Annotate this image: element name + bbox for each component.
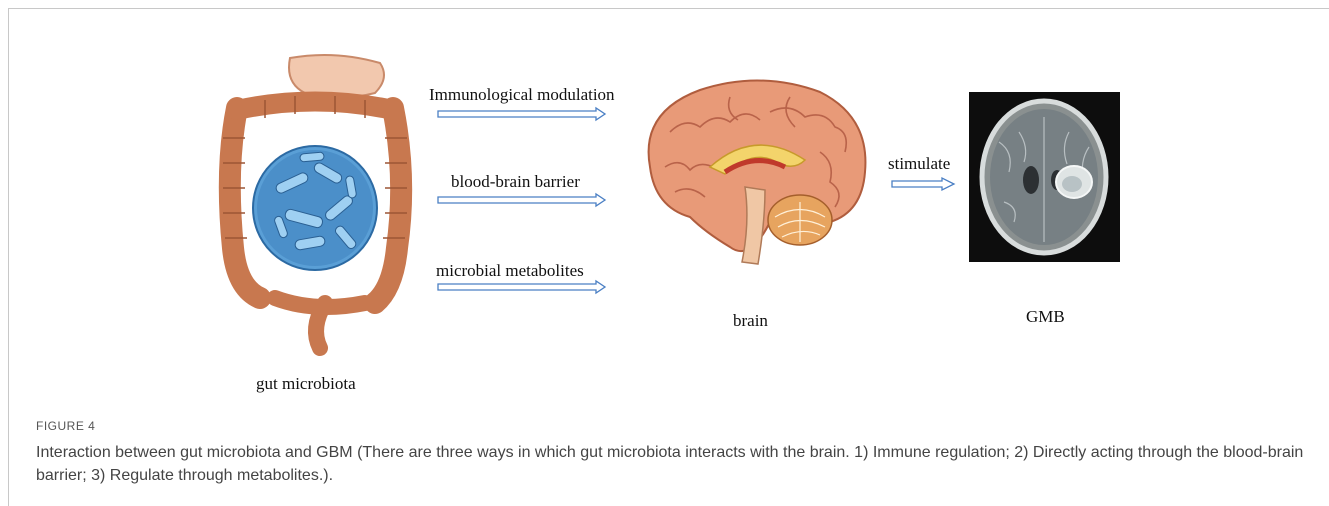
gut-label: gut microbiota [256, 374, 356, 394]
arrow-right-icon [436, 106, 608, 122]
pathway-label-metabolites: microbial metabolites [436, 261, 584, 281]
mri-scan [969, 92, 1120, 262]
stimulate-label: stimulate [888, 154, 950, 174]
pathway-label-immunological: Immunological modulation [429, 85, 615, 105]
brain-sagittal-illustration [630, 72, 880, 272]
arrow-right-icon [436, 279, 608, 295]
pathway-label-bbb: blood-brain barrier [451, 172, 580, 192]
figure-number: FIGURE 4 [36, 419, 95, 433]
intestine-illustration [215, 48, 415, 363]
bacteria-circle [253, 146, 377, 270]
brain-label: brain [733, 311, 768, 331]
arrow-right-icon [436, 192, 608, 208]
diagram: Immunological modulation blood-brain bar… [0, 0, 1329, 400]
figure-caption: Interaction between gut microbiota and G… [36, 441, 1306, 487]
arrow-right-icon [890, 176, 960, 192]
tumor-label: GMB [1026, 307, 1065, 327]
